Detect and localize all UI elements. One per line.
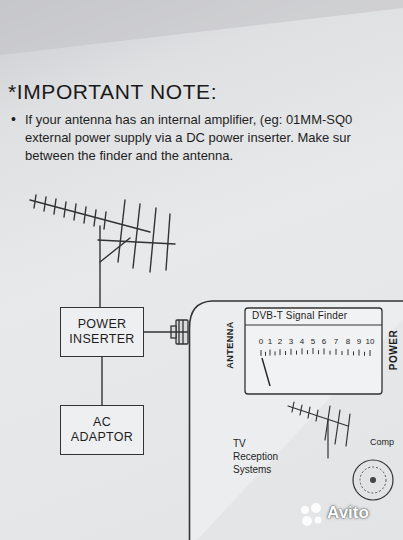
compass-label: Comp xyxy=(370,437,394,447)
process-box: POWER INSERTER xyxy=(60,307,144,357)
process-box: AC ADAPTOR xyxy=(60,405,144,455)
wire-connector xyxy=(102,357,103,405)
scale-number: 7 xyxy=(334,337,338,346)
brand-text: TV Reception Systems xyxy=(233,437,285,476)
scale-number: 1 xyxy=(268,337,272,346)
device-title: DVB-T Signal Finder xyxy=(252,310,347,321)
signal-finder-housing: DVB-T Signal FinderANTENNA POWER TV Recept… xyxy=(188,298,403,540)
box-label: AC ADAPTOR xyxy=(67,415,137,445)
scale-number: 4 xyxy=(300,337,304,346)
scale-number: 2 xyxy=(278,337,282,346)
port-label: ANTENNA xyxy=(225,321,235,369)
note-text: between the finder and the antenna. xyxy=(25,148,233,163)
scale-number: 0 xyxy=(259,337,263,346)
power-label: POWER xyxy=(388,330,399,370)
scale-number: 8 xyxy=(346,337,350,346)
scale-number: 9 xyxy=(357,337,361,346)
scale-number: 6 xyxy=(322,337,326,346)
note-text: If your antenna has an internal amplifie… xyxy=(25,112,352,127)
box-label: POWER INSERTER xyxy=(67,317,137,347)
wire-connector xyxy=(144,332,188,333)
scale-number: 5 xyxy=(311,337,315,346)
scale-number: 3 xyxy=(289,337,293,346)
scale-number: 10 xyxy=(366,337,375,346)
housing-outline xyxy=(188,298,403,540)
watermark: Avito xyxy=(327,503,369,523)
note-heading: *IMPORTANT NOTE: xyxy=(8,80,217,104)
bullet: • xyxy=(11,111,16,127)
note-text: external power supply via a DC power ins… xyxy=(25,130,351,145)
